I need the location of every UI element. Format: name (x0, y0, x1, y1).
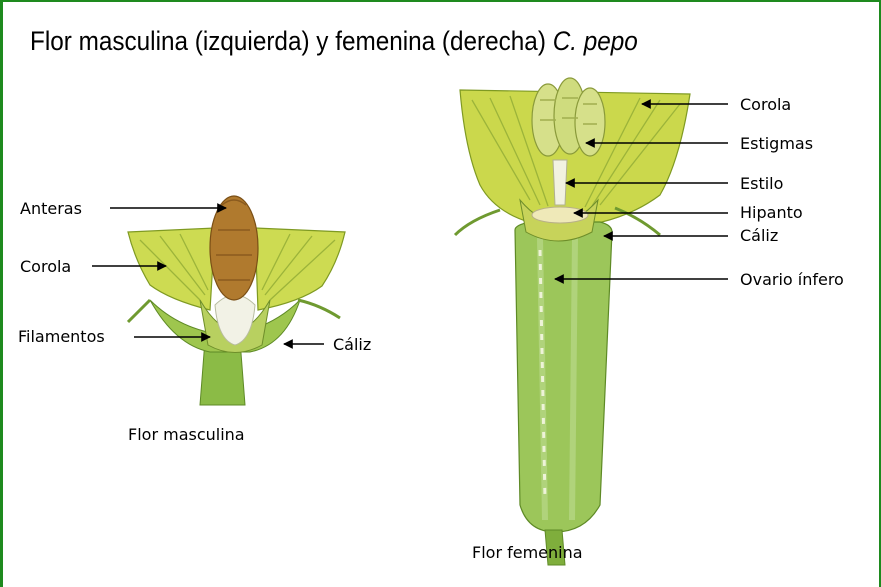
label-caliz-male: Cáliz (333, 335, 371, 354)
male-flower-illustration (128, 196, 345, 405)
label-hipanto: Hipanto (740, 203, 803, 222)
label-caliz-female: Cáliz (740, 226, 778, 245)
caption-female: Flor femenina (472, 543, 583, 562)
label-filamentos: Filamentos (18, 327, 105, 346)
label-estigmas: Estigmas (740, 134, 813, 153)
female-flower-illustration (455, 78, 690, 565)
label-corola-male: Corola (20, 257, 71, 276)
label-ovario: Ovario ínfero (740, 270, 844, 289)
label-corola-female: Corola (740, 95, 791, 114)
label-estilo: Estilo (740, 174, 783, 193)
label-anteras: Anteras (20, 199, 82, 218)
caption-male: Flor masculina (128, 425, 245, 444)
